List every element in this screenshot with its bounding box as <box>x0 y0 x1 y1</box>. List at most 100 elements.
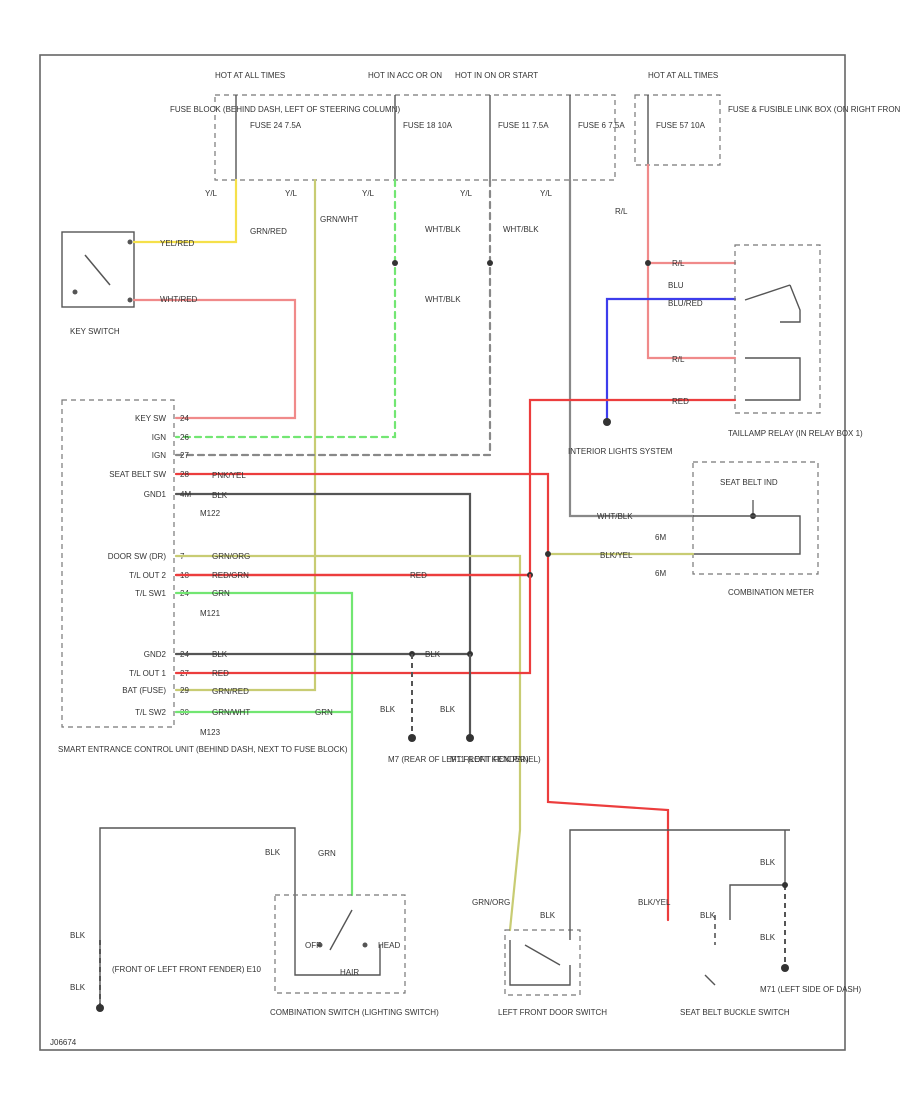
wire-r-l <box>646 163 737 360</box>
fuse-block-left-label: FUSE BLOCK (BEHIND DASH, LEFT OF STEERIN… <box>170 105 400 114</box>
key-switch-label: KEY SWITCH <box>70 327 120 336</box>
label-blu: BLU <box>668 281 684 290</box>
combination-switch-label: COMBINATION SWITCH (LIGHTING SWITCH) <box>270 1008 439 1017</box>
secu-pin-number: 28 <box>180 470 189 479</box>
diagram-frame <box>39 54 846 1051</box>
taillamp-relay-box <box>734 244 821 414</box>
door-switch-box <box>504 929 581 996</box>
wire-red-tlout1 <box>174 573 532 675</box>
wire-grn-tlsw1 <box>174 591 354 897</box>
power-label-4: HOT AT ALL TIMES <box>648 71 718 80</box>
combination-meter-label: COMBINATION METER <box>728 588 814 597</box>
secu-pin-name: KEY SW <box>135 414 166 423</box>
fuse-57: FUSE 57 10A <box>656 121 706 130</box>
label-grn-wht-tlsw2: GRN/WHT <box>212 708 250 717</box>
fuse-24: FUSE 24 7.5A <box>250 121 302 130</box>
wire-wht-blk <box>174 178 492 457</box>
fuse-11: FUSE 11 7.5A <box>498 121 549 130</box>
secu-label: SMART ENTRANCE CONTROL UNIT (BEHIND DASH… <box>58 745 348 754</box>
secu-pin-name: BAT (FUSE) <box>122 686 166 695</box>
label-blk-m7: BLK <box>380 705 396 714</box>
label-red-grn: RED/GRN <box>212 571 249 580</box>
power-label-1: HOT AT ALL TIMES <box>215 71 285 80</box>
label-blk-m11: BLK <box>440 705 456 714</box>
m11-label: M11 (LEFT KICK PANEL) <box>450 755 541 764</box>
label-wht-blk-meter: WHT/BLK <box>597 512 633 521</box>
wire-blu <box>605 297 737 422</box>
label-blk-door: BLK <box>540 911 556 920</box>
label-grn-red: GRN/RED <box>250 227 287 236</box>
label-grn-org-door: GRN/ORG <box>472 898 510 907</box>
secu-pin-name: GND2 <box>144 650 167 659</box>
label-r-l-3: R/L <box>672 355 685 364</box>
secu-pin-number: 29 <box>180 686 189 695</box>
label-blk-buckle2: BLK <box>700 911 716 920</box>
fuse-18: FUSE 18 10A <box>403 121 453 130</box>
secu-pin-name: T/L SW2 <box>135 708 166 717</box>
connector-m121: M121 <box>200 609 221 618</box>
switch-pos-off: OFF <box>305 941 321 950</box>
interior-lights-label: INTERIOR LIGHTS SYSTEM <box>568 447 673 456</box>
secu-box <box>61 399 175 728</box>
label-blk-buckle1: BLK <box>760 858 776 867</box>
fuse-6: FUSE 6 7.5A <box>578 121 625 130</box>
secu-pin-number: 24 <box>180 414 189 423</box>
switch-pos-head: HEAD <box>378 941 400 950</box>
secu-pin-name: T/L OUT 1 <box>129 669 166 678</box>
label-grn-red-bat: GRN/RED <box>212 687 249 696</box>
fuse-block-right <box>634 94 721 166</box>
fuse-block-left <box>214 94 616 181</box>
combination-meter-box <box>692 461 819 575</box>
secu-pin-number: 27 <box>180 451 189 460</box>
label-blk-buckle3: BLK <box>760 933 776 942</box>
e10-label: (FRONT OF LEFT FRONT FENDER) E10 <box>112 965 261 974</box>
door-switch-label: LEFT FRONT DOOR SWITCH <box>498 1008 607 1017</box>
label-r-l-2: R/L <box>672 259 685 268</box>
label-wht-red-1: WHT/RED <box>160 295 198 304</box>
fuse-out-1: Y/L <box>205 189 218 198</box>
key-switch-box <box>61 231 135 308</box>
diagram-code: J06674 <box>50 1038 77 1047</box>
label-wht-blk-1: WHT/BLK <box>425 225 461 234</box>
wire-grn-wht-dashed <box>174 178 397 439</box>
secu-pin-name: SEAT BELT SW <box>109 470 166 479</box>
secu-pin-name: T/L OUT 2 <box>129 571 166 580</box>
label-grn-org: GRN/ORG <box>212 552 250 561</box>
combination-switch-box <box>274 894 406 994</box>
wire-pnk-yel-red <box>174 472 670 922</box>
label-yel-red: YEL/RED <box>160 239 194 248</box>
label-red-mid: RED <box>410 571 427 580</box>
secu-pin-name: DOOR SW (DR) <box>108 552 167 561</box>
meter-pin-1: 6M <box>655 533 666 542</box>
label-blk-gnd2: BLK <box>212 650 228 659</box>
wire-red-taillight <box>174 398 737 577</box>
wire-fuse6-meter <box>568 178 695 518</box>
label-blk-e10a: BLK <box>70 931 86 940</box>
secu-pin-name: GND1 <box>144 490 167 499</box>
fuse-out-4: Y/L <box>460 189 473 198</box>
power-label-2: HOT IN ACC OR ON <box>368 71 442 80</box>
fuse-block-right-text: FUSE & FUSIBLE LINK BOX (ON RIGHT FRONT … <box>728 105 900 114</box>
switch-pos-hair: HAIR <box>340 968 359 977</box>
label-blk-e10b: BLK <box>70 983 86 992</box>
secu-pin-number: 26 <box>180 433 189 442</box>
label-r-l-1: R/L <box>615 207 628 216</box>
fuse-out-5: Y/L <box>540 189 553 198</box>
m71-label: M71 (LEFT SIDE OF DASH) <box>760 985 862 994</box>
seat-belt-ind-label: SEAT BELT IND <box>720 478 778 487</box>
meter-pin-2: 6M <box>655 569 666 578</box>
label-blk-yel: BLK/YEL <box>600 551 633 560</box>
label-blk-yel-buckle: BLK/YEL <box>638 898 671 907</box>
label-pnk-yel: PNK/YEL <box>212 471 246 480</box>
connector-m123: M123 <box>200 728 221 737</box>
label-wht-blk-2: WHT/BLK <box>503 225 539 234</box>
label-red-tlout1: RED <box>212 669 229 678</box>
label-blu-red: BLU/RED <box>668 299 703 308</box>
secu-pin-name: IGN <box>152 433 166 442</box>
wire-grn-org <box>174 554 522 932</box>
secu-pin-name: T/L SW1 <box>135 589 166 598</box>
power-label-3: HOT IN ON OR START <box>455 71 538 80</box>
